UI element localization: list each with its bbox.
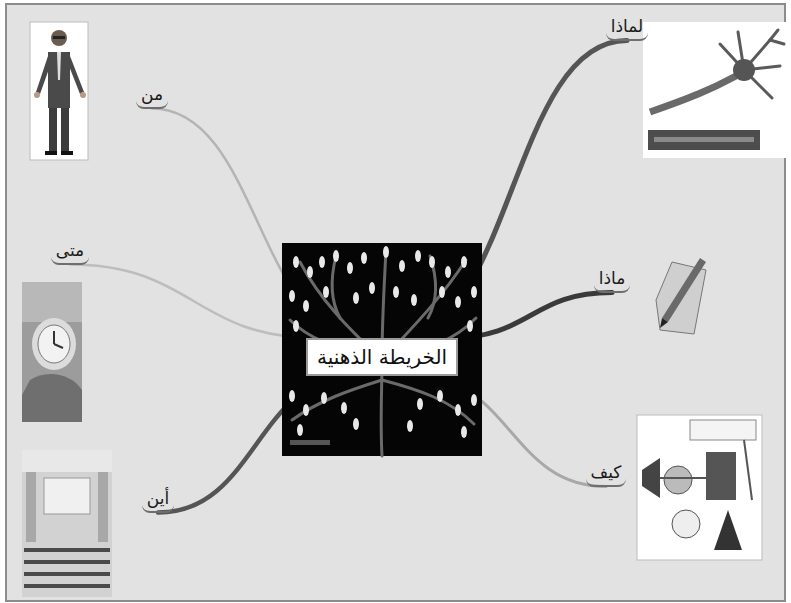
branch-word: متى [51, 240, 89, 265]
branch-text: لماذا [611, 16, 643, 36]
branch-text: أين [147, 488, 169, 508]
central-topic: الخريطة الذهنية [306, 338, 458, 376]
branch-word: ماذا [594, 268, 631, 293]
branch-word: من [136, 84, 168, 109]
branch-line [70, 265, 318, 339]
branch-text: كيف [591, 462, 622, 482]
branch-text: من [141, 84, 163, 104]
tree-picture [282, 243, 482, 456]
person-picture [30, 22, 88, 160]
branch-text: متى [56, 240, 84, 260]
time-picture [22, 282, 82, 422]
neuron-picture [643, 22, 789, 158]
branch-word: كيف [586, 462, 627, 487]
folder-picture [650, 244, 712, 343]
hall-picture [22, 450, 112, 597]
topic-text: الخريطة الذهنية [317, 345, 447, 369]
branch-line [158, 376, 355, 513]
process-picture [637, 415, 762, 560]
branch-word: أين [142, 488, 174, 513]
branch-text: ماذا [599, 268, 626, 288]
branch-word: لماذا [606, 16, 648, 41]
